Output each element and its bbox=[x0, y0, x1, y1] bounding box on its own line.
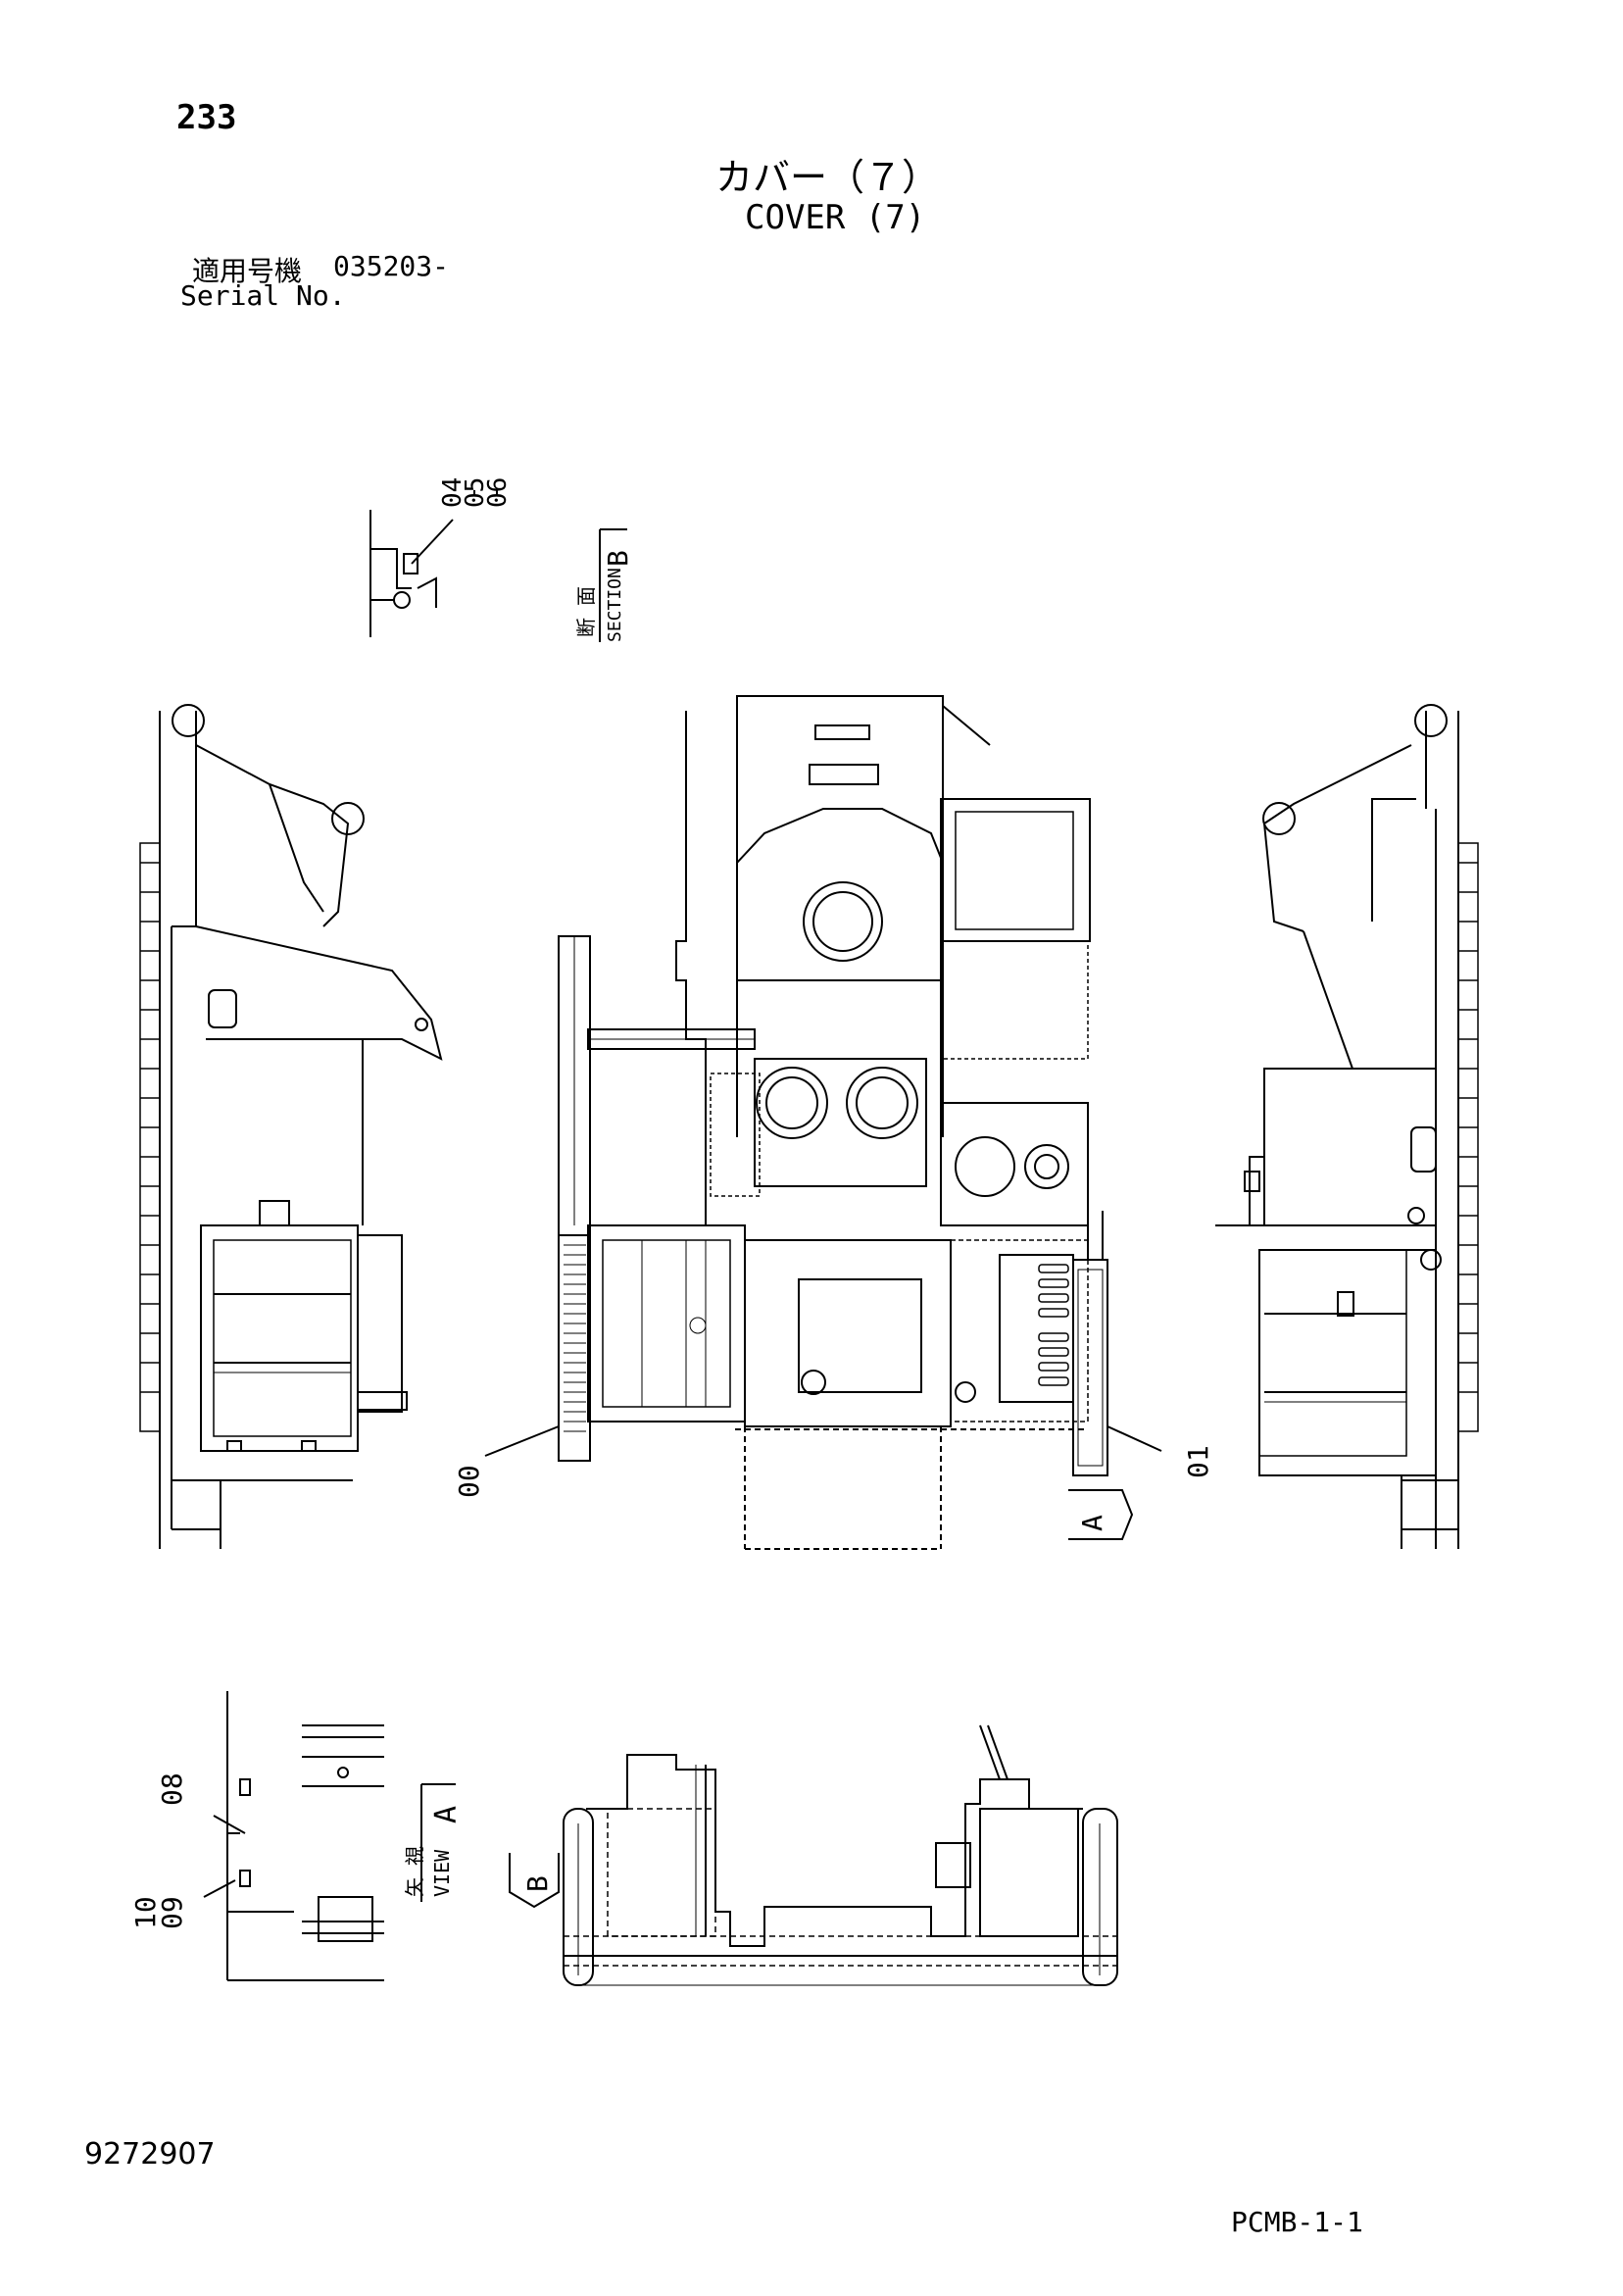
serial-value: 035203- bbox=[333, 250, 450, 282]
section-b-jp: 断 面 bbox=[574, 586, 598, 637]
center-top-view bbox=[558, 695, 1108, 1550]
reference-code: PCMB-1-1 bbox=[1231, 2206, 1363, 2238]
section-b-letter: B bbox=[602, 550, 634, 567]
bottom-plan-view bbox=[563, 1724, 1118, 1986]
view-a-en: VIEW bbox=[430, 1849, 454, 1897]
serial-label-japanese: 適用号機 bbox=[192, 255, 303, 287]
serial-label-english: Serial No. bbox=[180, 279, 346, 312]
view-a-label: 矢 視 VIEW A bbox=[403, 1783, 464, 1902]
section-b-detail: 04 05 06 bbox=[369, 477, 513, 637]
document-number: 9272907 bbox=[84, 2137, 216, 2171]
left-side-view bbox=[139, 704, 443, 1549]
view-a-detail: 08 09 10 bbox=[129, 1691, 384, 1981]
section-b-label: 断 面 SECTION B bbox=[574, 528, 634, 642]
page-number: 233 bbox=[176, 98, 237, 137]
title-english: COVER (7) bbox=[745, 198, 926, 237]
view-a-letter: A bbox=[429, 1806, 464, 1823]
view-a-arrow: A bbox=[1068, 1489, 1134, 1540]
marker-b: B bbox=[521, 1875, 554, 1892]
view-b-arrow: B bbox=[509, 1853, 560, 1909]
callout-04: 04 bbox=[438, 477, 467, 508]
view-a-jp: 矢 視 bbox=[403, 1846, 426, 1897]
callout-09: 09 bbox=[156, 1896, 188, 1929]
callout-08: 08 bbox=[156, 1772, 188, 1806]
section-b-en: SECTION bbox=[605, 568, 625, 642]
title-japanese: カバー（７） bbox=[715, 156, 940, 199]
callout-10: 10 bbox=[129, 1896, 162, 1929]
right-side-view bbox=[1215, 704, 1479, 1549]
callout-01: 01 bbox=[1182, 1445, 1214, 1478]
callout-00: 00 bbox=[453, 1465, 485, 1498]
marker-a: A bbox=[1076, 1515, 1108, 1531]
